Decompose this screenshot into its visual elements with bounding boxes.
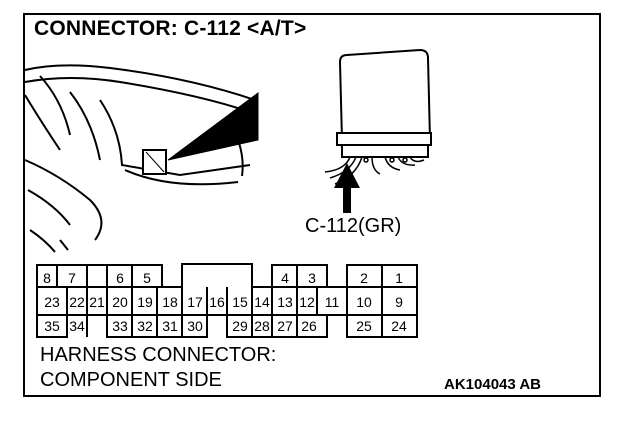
control-unit — [336, 48, 432, 158]
up-arrow-icon — [334, 163, 360, 213]
pin-label: 16 — [209, 294, 225, 310]
page-title: CONNECTOR: C-112 <A/T> — [34, 17, 307, 40]
pin-label: 29 — [232, 318, 248, 334]
pin-label: 13 — [277, 294, 293, 310]
dashboard-illustration — [24, 64, 256, 253]
pin-label: 11 — [325, 294, 340, 310]
pin-label: 22 — [69, 294, 85, 310]
pin-label: 4 — [281, 270, 289, 286]
connector-pinout — [36, 263, 418, 338]
pin-label: 14 — [254, 294, 270, 310]
pin-label: 27 — [277, 318, 293, 334]
pin-label: 5 — [143, 270, 151, 286]
pin-label: 18 — [162, 294, 178, 310]
pin-label: 3 — [308, 270, 316, 286]
pin-label: 1 — [395, 270, 403, 286]
pin-label: 19 — [137, 294, 153, 310]
pin-label: 33 — [112, 318, 128, 334]
pin-label: 24 — [391, 318, 407, 334]
pin-label: 32 — [137, 318, 153, 334]
pin-row-3: 35 34 33 32 31 30 29 28 27 26 25 24 — [44, 318, 407, 334]
pin-label: 31 — [162, 318, 178, 334]
pin-label: 6 — [116, 270, 124, 286]
pin-label: 20 — [112, 294, 128, 310]
pin-label: 15 — [232, 294, 248, 310]
pin-label: 7 — [68, 270, 76, 286]
reference-code: AK104043 AB — [444, 376, 541, 393]
pin-label: 25 — [356, 318, 372, 334]
pin-label: 26 — [301, 318, 317, 334]
pin-label: 34 — [69, 318, 85, 334]
connector-callout-label: C-112(GR) — [305, 215, 402, 237]
pin-label: 17 — [187, 294, 203, 310]
pointer-wedge — [167, 92, 259, 161]
pin-label: 30 — [187, 318, 203, 334]
pin-row-2: 23 22 21 20 19 18 17 16 15 14 13 12 11 1… — [44, 294, 403, 310]
pin-label: 21 — [89, 294, 105, 310]
pin-label: 8 — [43, 270, 51, 286]
pin-label: 35 — [44, 318, 60, 334]
caption-line-1: HARNESS CONNECTOR: — [40, 344, 277, 366]
pin-row-1: 8 7 6 5 4 3 2 1 — [43, 270, 403, 286]
caption-line-2: COMPONENT SIDE — [40, 369, 222, 391]
pin-label: 28 — [254, 318, 270, 334]
dash-connector-box — [142, 149, 167, 175]
pin-label: 2 — [360, 270, 368, 286]
caption: HARNESS CONNECTOR: COMPONENT SIDE — [40, 343, 276, 393]
pin-label: 12 — [299, 294, 315, 310]
pin-label: 10 — [356, 294, 372, 310]
diagram-frame — [23, 13, 601, 397]
pin-label: 9 — [395, 294, 403, 310]
pin-label: 23 — [44, 294, 60, 310]
